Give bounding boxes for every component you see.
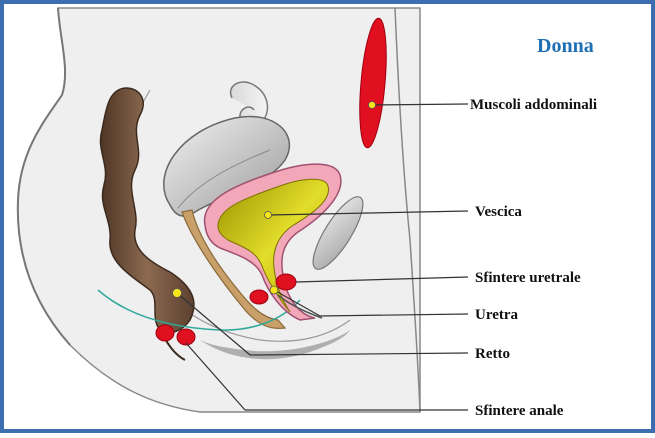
- label-anal-sphincter: Sfintere anale: [475, 403, 564, 419]
- label-rectum: Retto: [475, 346, 510, 362]
- label-urethra: Uretra: [475, 307, 519, 323]
- diagram-title: Donna: [537, 35, 594, 57]
- anal-sphincter-right: [177, 329, 195, 345]
- label-urethral-sphincter: Sfintere uretrale: [475, 270, 581, 286]
- label-abdominal-muscles: Muscoli addominali: [470, 97, 597, 113]
- label-bladder: Vescica: [475, 204, 522, 220]
- marker-rectum: [173, 289, 182, 298]
- urethral-sphincter-right: [276, 274, 296, 290]
- marker-abdominal: [369, 102, 376, 109]
- urethral-sphincter-left: [250, 290, 268, 304]
- anal-sphincter-left: [156, 325, 174, 341]
- marker-bladder: [265, 212, 272, 219]
- marker-urethra: [270, 286, 278, 294]
